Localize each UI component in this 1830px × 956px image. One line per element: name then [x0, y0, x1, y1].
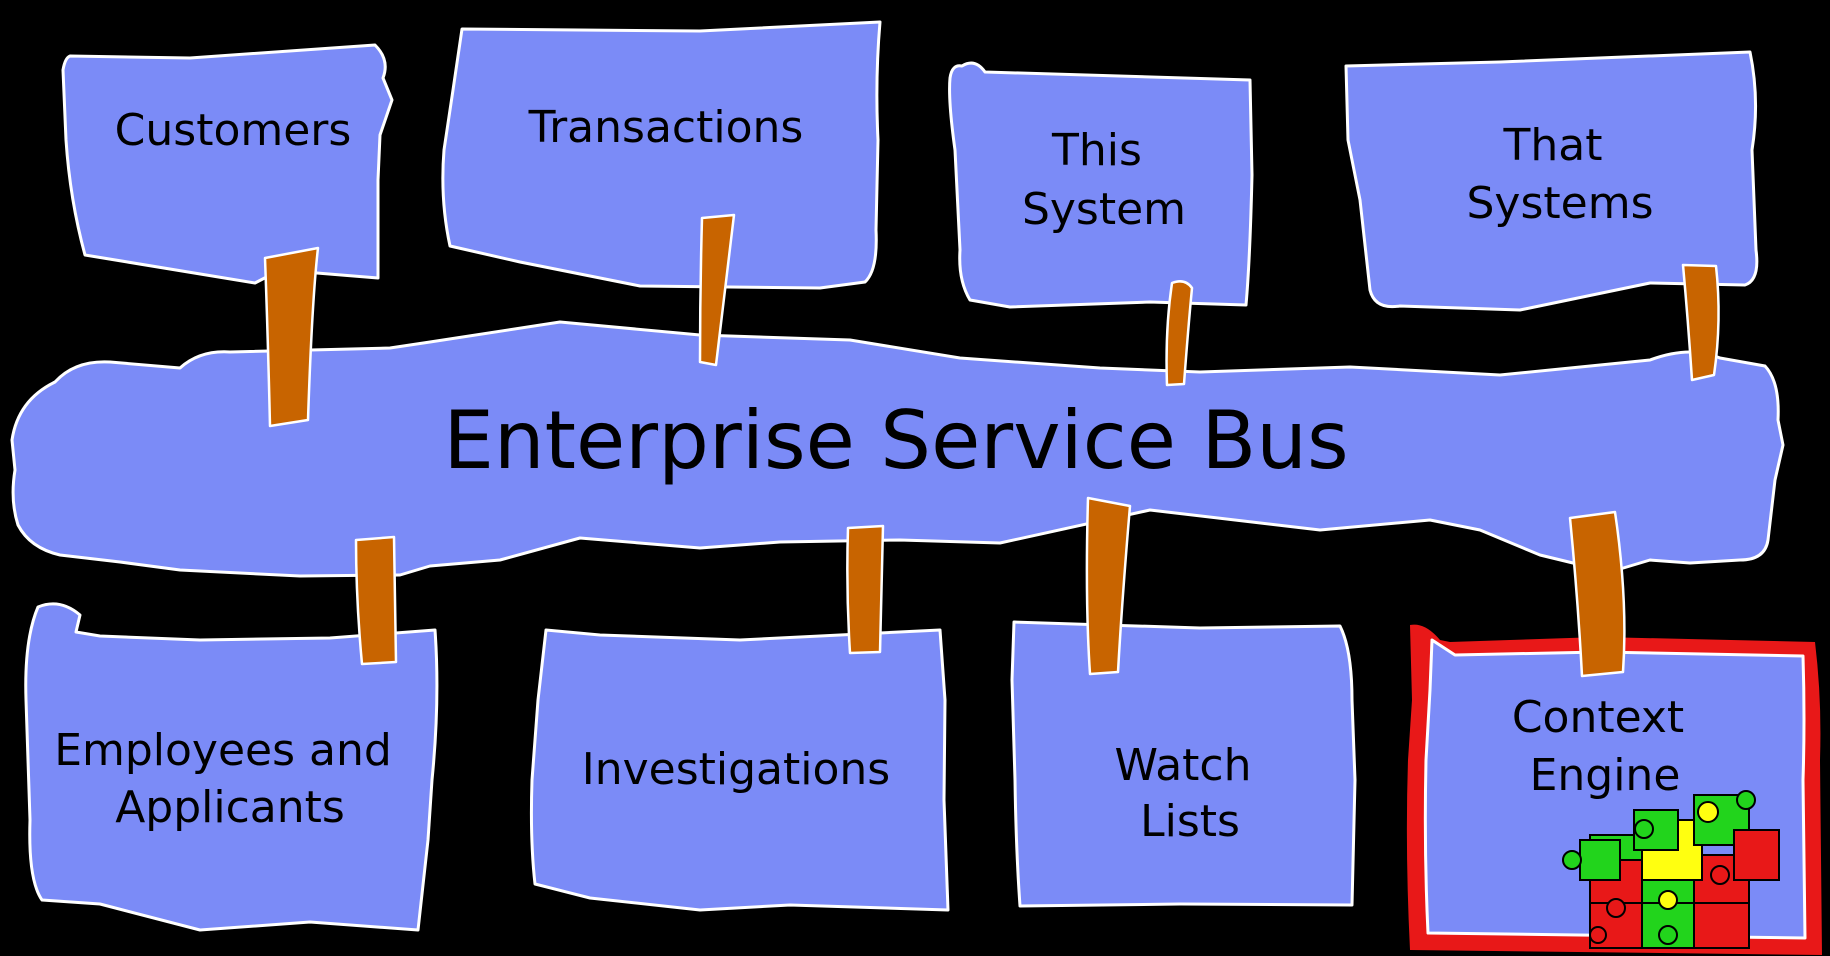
svg-text:Context Engine: Context Engine — [1512, 692, 1698, 801]
node-card — [441, 20, 882, 290]
connector-transactions — [698, 213, 736, 367]
node-label-line: This — [1051, 125, 1142, 176]
node-card — [948, 61, 1254, 309]
puzzle-tab — [1606, 898, 1626, 918]
node-label-line: Employees and — [54, 725, 392, 776]
node-label-line: Investigations — [582, 744, 890, 795]
svg-text:Transactions: Transactions — [528, 102, 804, 153]
node-label-line: Applicants — [115, 782, 345, 833]
node-label-line: Engine — [1530, 750, 1681, 801]
connector-that-systems — [1681, 263, 1720, 382]
node-customers: Customers — [61, 43, 394, 285]
puzzle-tab — [1736, 790, 1756, 810]
puzzle-tab — [1710, 865, 1730, 885]
node-label-line: Transactions — [528, 102, 804, 153]
puzzle-tab — [1697, 801, 1719, 823]
connector-this-system — [1165, 280, 1194, 387]
svg-text:Employees and Applicants: Employees and Applicants — [54, 725, 406, 833]
node-employees-and-applicants: Employees and Applicants — [24, 602, 439, 932]
node-investigations: Investigations — [529, 628, 950, 912]
puzzle-tab — [1562, 850, 1582, 870]
puzzle-pieces-icon — [1562, 790, 1780, 949]
node-card — [61, 43, 394, 285]
node-card — [1010, 620, 1357, 908]
svg-text:Watch Lists: Watch Lists — [1115, 740, 1266, 847]
puzzle-tab — [1658, 925, 1678, 945]
node-that-systems: That Systems — [1344, 50, 1759, 312]
node-card — [24, 602, 439, 932]
node-label-line: Context — [1512, 692, 1684, 743]
svg-text:That Systems: That Systems — [1467, 120, 1654, 229]
node-transactions: Transactions — [441, 20, 882, 290]
node-card — [529, 628, 950, 912]
node-watch-lists: Watch Lists — [1010, 620, 1357, 908]
connector-watch-lists — [1085, 496, 1132, 676]
node-label-line: System — [1022, 184, 1186, 235]
enterprise-service-bus: Enterprise Service Bus — [10, 320, 1785, 578]
connector-employees-and-applicants — [354, 535, 398, 666]
svg-text:Customers: Customers — [115, 105, 352, 156]
node-this-system: This System — [948, 61, 1254, 309]
puzzle-piece — [1693, 902, 1750, 949]
node-context-engine: Context Engine — [1406, 624, 1822, 955]
node-label-line: That — [1503, 120, 1603, 171]
puzzle-tab — [1658, 890, 1678, 910]
node-card — [1344, 50, 1759, 312]
puzzle-tab — [1634, 819, 1654, 839]
svg-text:Investigations: Investigations — [582, 744, 890, 795]
puzzle-piece — [1633, 809, 1679, 851]
bus-label: Enterprise Service Bus — [443, 394, 1348, 487]
connector-context-engine — [1568, 510, 1626, 678]
puzzle-tab — [1589, 926, 1607, 944]
node-label-line: Customers — [115, 105, 352, 156]
puzzle-piece — [1579, 839, 1621, 881]
puzzle-piece — [1733, 829, 1780, 881]
node-label-line: Watch — [1115, 740, 1252, 791]
svg-text:This System: This System — [1022, 125, 1186, 235]
connectors — [263, 213, 1720, 678]
connector-customers — [263, 246, 320, 428]
node-label-line: Lists — [1140, 796, 1240, 847]
bus-card — [10, 320, 1785, 578]
node-label-line: Systems — [1467, 178, 1654, 229]
connector-investigations — [846, 524, 885, 655]
